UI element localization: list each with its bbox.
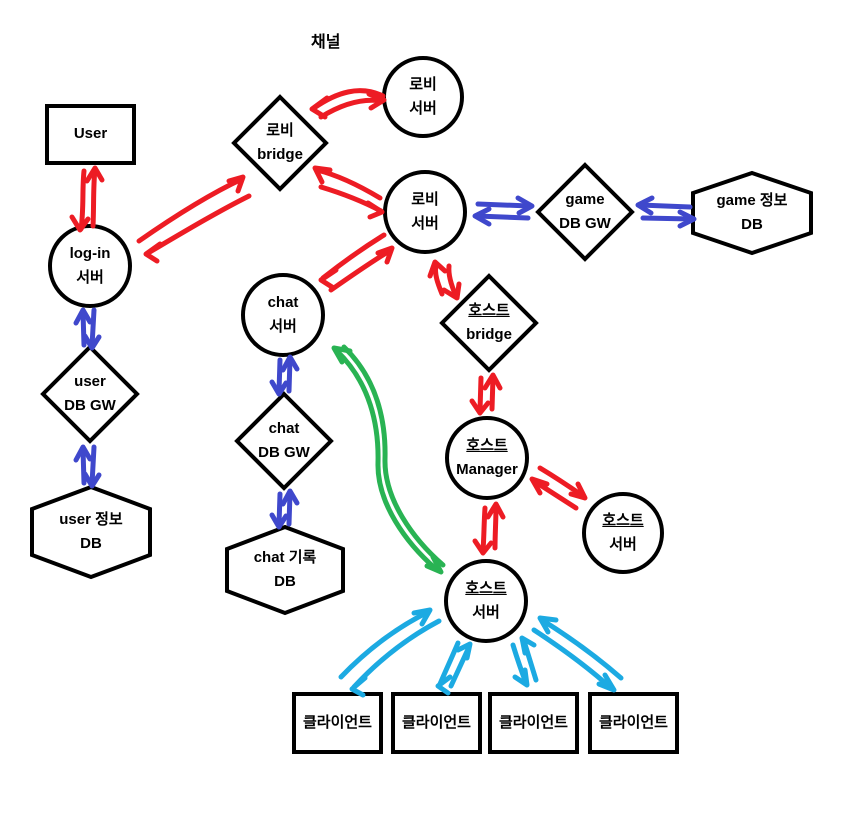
arrow-lobbybridge-lobby: [312, 165, 385, 220]
blue-arrows: [73, 195, 697, 530]
lobby-server-top-circle: [382, 56, 464, 138]
arrow-hostmain-client4: [531, 615, 624, 693]
arrow-lobbybridge-login: [136, 174, 252, 264]
arrow-lobbybridge-lobbytop: [309, 88, 387, 120]
diagram-title: 채널: [311, 34, 341, 51]
game-db-gw-diamond: [535, 162, 635, 262]
login-server-circle: [48, 224, 132, 308]
arrow-manager-hostmain: [472, 501, 506, 556]
arrow-hostmain-client3: [510, 635, 539, 688]
chat-log-db-hexagon: [225, 524, 345, 616]
arrow-chat-chatgw: [269, 354, 300, 397]
chat-server-circle: [241, 273, 325, 357]
arrow-chat-hostmain: [331, 344, 446, 575]
lobby-server-circle: [383, 170, 467, 254]
red-arrows: [69, 88, 588, 556]
arrow-hostbridge-manager: [469, 372, 503, 416]
host-server-main-circle: [444, 559, 528, 643]
arrow-lobby-chat: [318, 232, 395, 293]
host-server-right-circle: [582, 492, 664, 574]
lobby-bridge-diamond: [231, 94, 329, 192]
chat-db-gw-diamond: [234, 391, 334, 491]
arrow-hostmain-client1: [338, 607, 442, 698]
arrow-usergw-userdb: [73, 444, 102, 489]
user-box: [45, 104, 136, 165]
host-manager-circle: [445, 416, 529, 500]
arrow-hostmain-client2: [435, 640, 473, 696]
client-box-1: [292, 692, 383, 754]
node-shapes: [30, 56, 813, 754]
arrow-lobby-hostbridge: [427, 259, 462, 301]
game-info-db-hexagon: [691, 170, 813, 256]
cyan-arrows: [338, 607, 624, 698]
user-db-gw-diamond: [40, 344, 140, 444]
host-bridge-diamond: [439, 273, 539, 373]
arrow-login-usergw: [73, 307, 102, 351]
arrow-manager-hostright: [529, 465, 588, 511]
client-box-2: [391, 692, 482, 754]
arrow-chatgw-chatdb: [269, 488, 300, 530]
arrow-lobby-gamegw: [472, 195, 535, 227]
client-box-3: [488, 692, 579, 754]
client-box-4: [588, 692, 679, 754]
user-info-db-hexagon: [30, 484, 152, 580]
arrow-gamegw-gamedb: [635, 195, 697, 229]
arrow-user-login: [69, 165, 105, 233]
